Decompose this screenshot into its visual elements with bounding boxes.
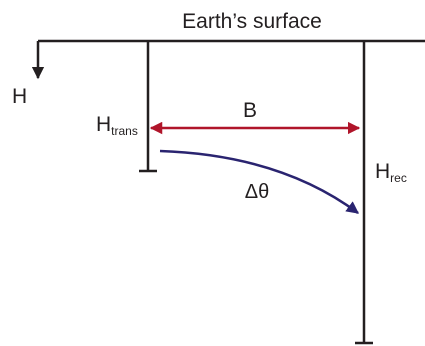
surface-label: Earth’s surface (182, 10, 322, 33)
angle-label: Δθ (245, 181, 269, 203)
depth-label: H (12, 85, 27, 108)
angle-arrow (159, 149, 360, 215)
transmitter-label: Htrans (96, 113, 138, 138)
receiver-label: Hrec (375, 160, 407, 185)
separation-label: B (243, 99, 257, 122)
